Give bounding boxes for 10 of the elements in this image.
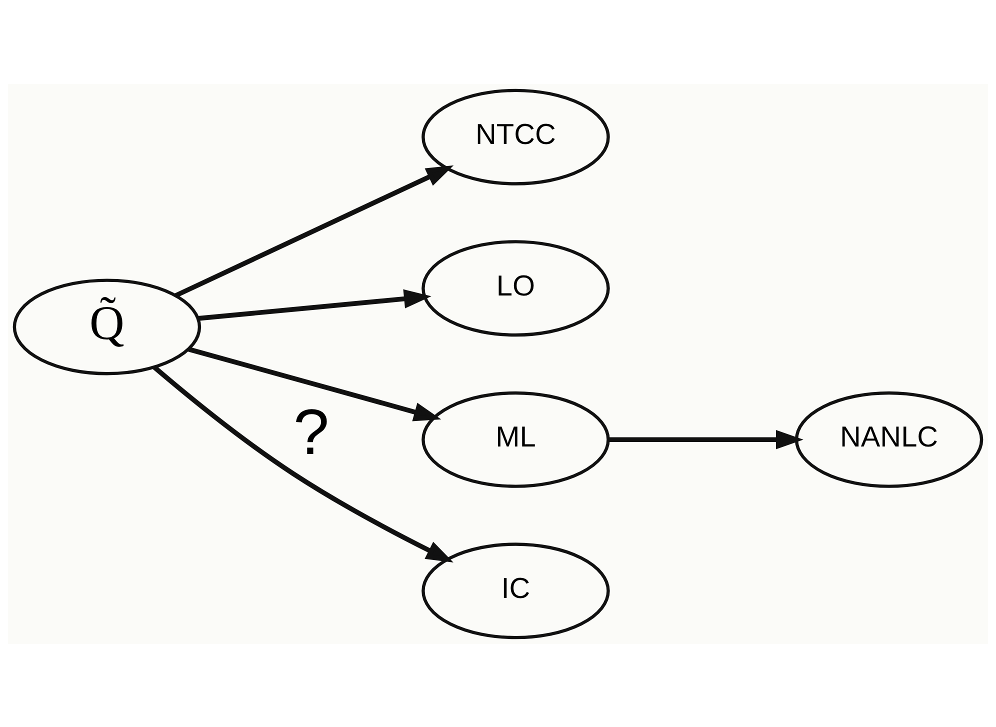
node-ellipse: LO <box>422 240 610 336</box>
arrow <box>174 164 454 298</box>
node-ellipse: Q̃ <box>12 278 202 375</box>
node-ellipse: ML <box>422 390 610 488</box>
arrow <box>188 346 442 421</box>
node-ellipse: NANLC <box>794 390 984 488</box>
arrow <box>608 430 804 449</box>
arrow <box>198 288 432 320</box>
edge-label: ? <box>293 396 330 468</box>
arrow <box>152 365 454 562</box>
